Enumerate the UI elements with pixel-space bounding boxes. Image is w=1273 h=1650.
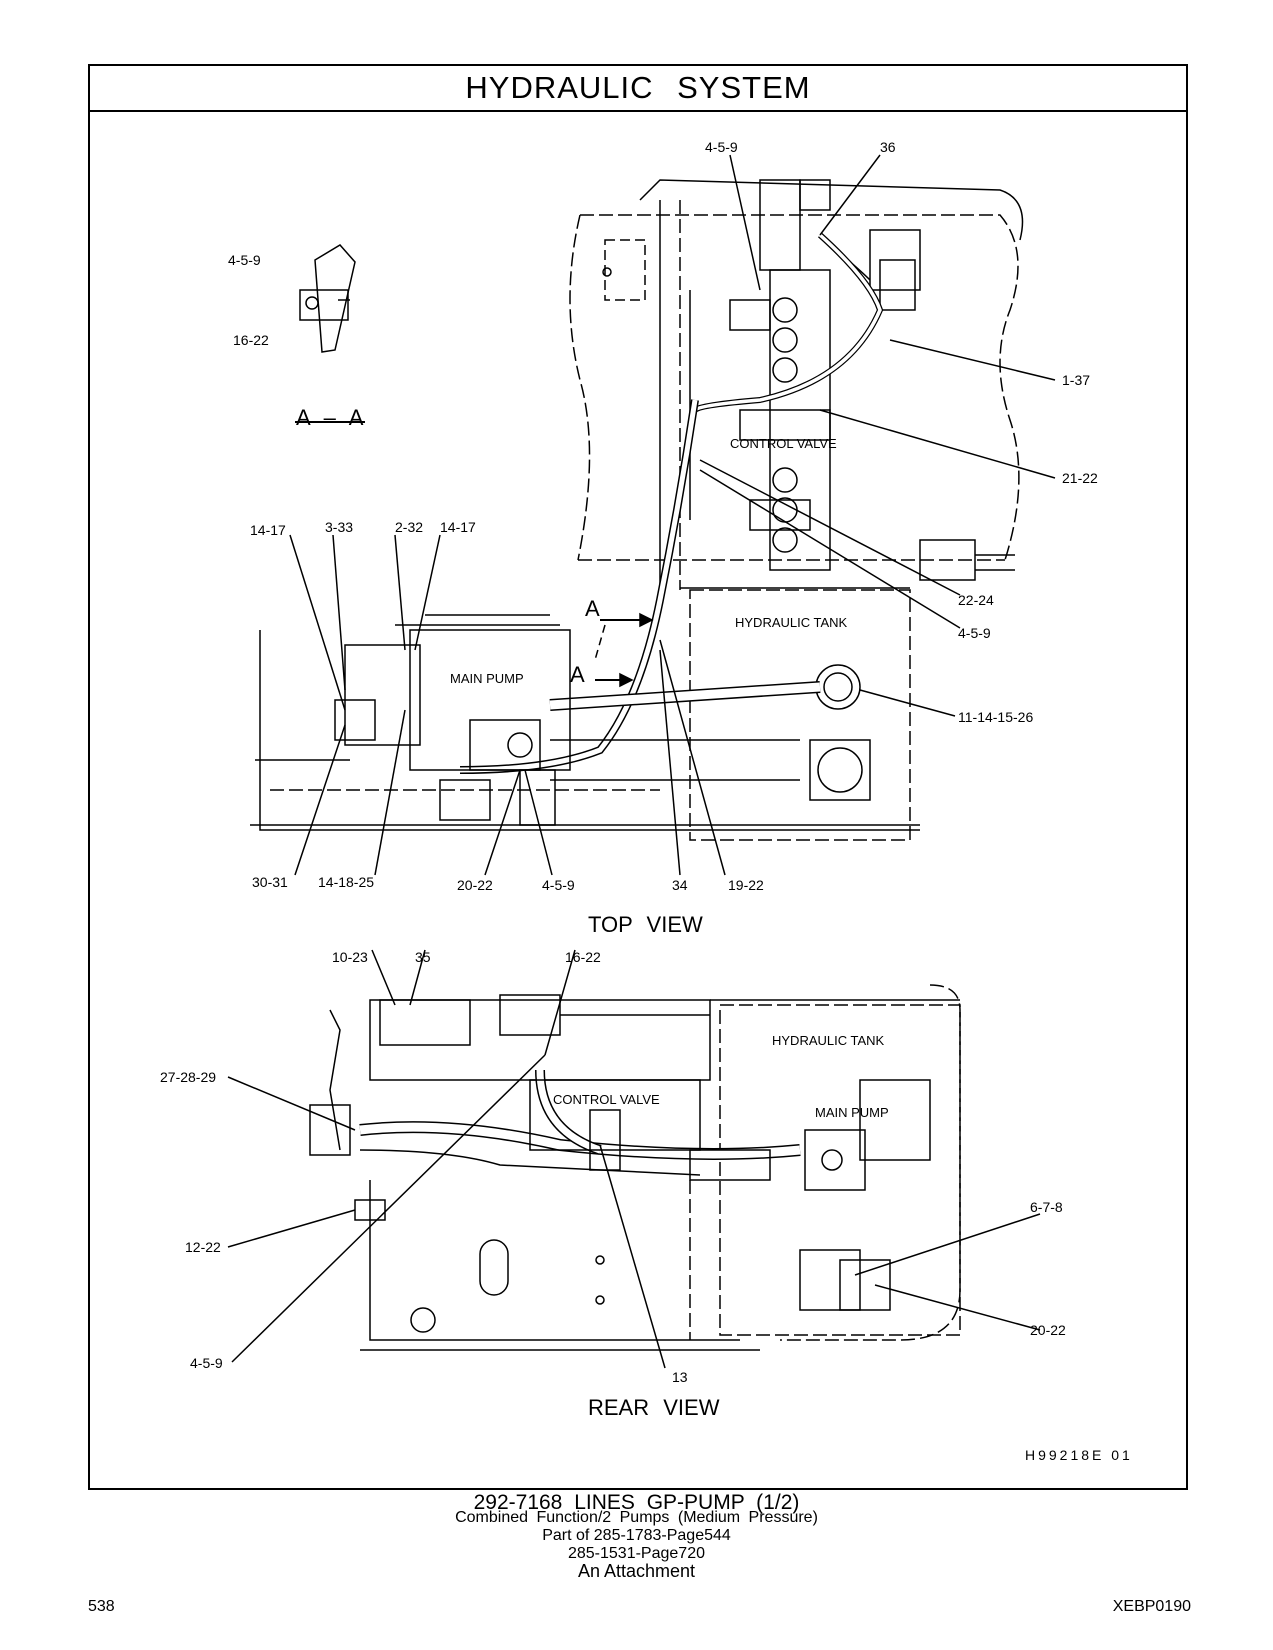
caption-part-number: 292-7168 LINES GP-PUMP (1/2) <box>473 1491 800 1514</box>
caption-reference-1: Part of 285-1783-Page544 <box>542 1527 731 1544</box>
callout-top-11: 30-31 <box>252 874 288 890</box>
callout-top-5: 4-5-9 <box>958 625 991 641</box>
callout-rear-1: 35 <box>415 949 431 965</box>
callout-top-3: 21-22 <box>1062 470 1098 486</box>
callout-rear-0: 10-23 <box>332 949 368 965</box>
callout-top-2: 1-37 <box>1062 372 1090 388</box>
callout-rear-2: 16-22 <box>565 949 601 965</box>
callout-top-16: 19-22 <box>728 877 764 893</box>
rear-view-label: REAR VIEW <box>588 1395 720 1420</box>
callout-detail-0: 4-5-9 <box>228 252 261 268</box>
callout-top-4: 22-24 <box>958 592 994 608</box>
diagram-frame: HYDRAULIC SYSTEM <box>88 64 1188 1490</box>
label-control-valve-rear: CONTROL VALVE <box>553 1092 660 1107</box>
callout-top-9: 2-32 <box>395 519 423 535</box>
rear-view-drawing <box>227 949 1041 1369</box>
label-hydraulic-tank-rear: HYDRAULIC TANK <box>772 1033 885 1048</box>
label-main-pump-top: MAIN PUMP <box>450 671 524 686</box>
caption-description: Combined Function/2 Pumps (Medium Pressu… <box>455 1509 818 1526</box>
callout-top-15: 34 <box>672 877 688 893</box>
callout-top-14: 4-5-9 <box>542 877 575 893</box>
callout-top-12: 14-18-25 <box>318 874 374 890</box>
section-arrow-lower: A <box>570 662 585 687</box>
callout-rear-6: 13 <box>672 1369 688 1385</box>
caption-attachment: An Attachment <box>577 1561 696 1581</box>
diagram-title: HYDRAULIC SYSTEM <box>90 66 1186 112</box>
section-arrow-upper: A <box>585 596 600 621</box>
label-main-pump-rear: MAIN PUMP <box>815 1105 889 1120</box>
callout-top-8: 3-33 <box>325 519 353 535</box>
callout-top-6: 11-14-15-26 <box>958 709 1033 725</box>
callout-rear-3: 27-28-29 <box>160 1069 216 1085</box>
caption-reference-2: 285-1531-Page720 <box>567 1545 705 1562</box>
top-view-label: TOP VIEW <box>588 912 703 937</box>
top-view-drawing <box>250 154 1056 876</box>
callout-detail-1: 16-22 <box>233 332 269 348</box>
callout-top-0: 4-5-9 <box>705 139 738 155</box>
label-control-valve-top: CONTROL VALVE <box>730 436 837 451</box>
drawing-id: H99218E 01 <box>1025 1447 1133 1463</box>
document-id: XEBP0190 <box>1112 1598 1191 1615</box>
detail-a-a-drawing <box>295 244 365 423</box>
callout-top-10: 14-17 <box>440 519 476 535</box>
callout-top-7: 14-17 <box>250 522 286 538</box>
page-number: 538 <box>88 1598 115 1615</box>
label-hydraulic-tank-top: HYDRAULIC TANK <box>735 615 848 630</box>
section-label: A – A <box>296 405 364 430</box>
callout-rear-8: 20-22 <box>1030 1322 1066 1338</box>
callout-rear-4: 12-22 <box>185 1239 221 1255</box>
callout-rear-7: 6-7-8 <box>1030 1199 1063 1215</box>
callout-top-1: 36 <box>880 139 896 155</box>
callout-top-13: 20-22 <box>457 877 493 893</box>
callout-rear-5: 4-5-9 <box>190 1355 223 1371</box>
